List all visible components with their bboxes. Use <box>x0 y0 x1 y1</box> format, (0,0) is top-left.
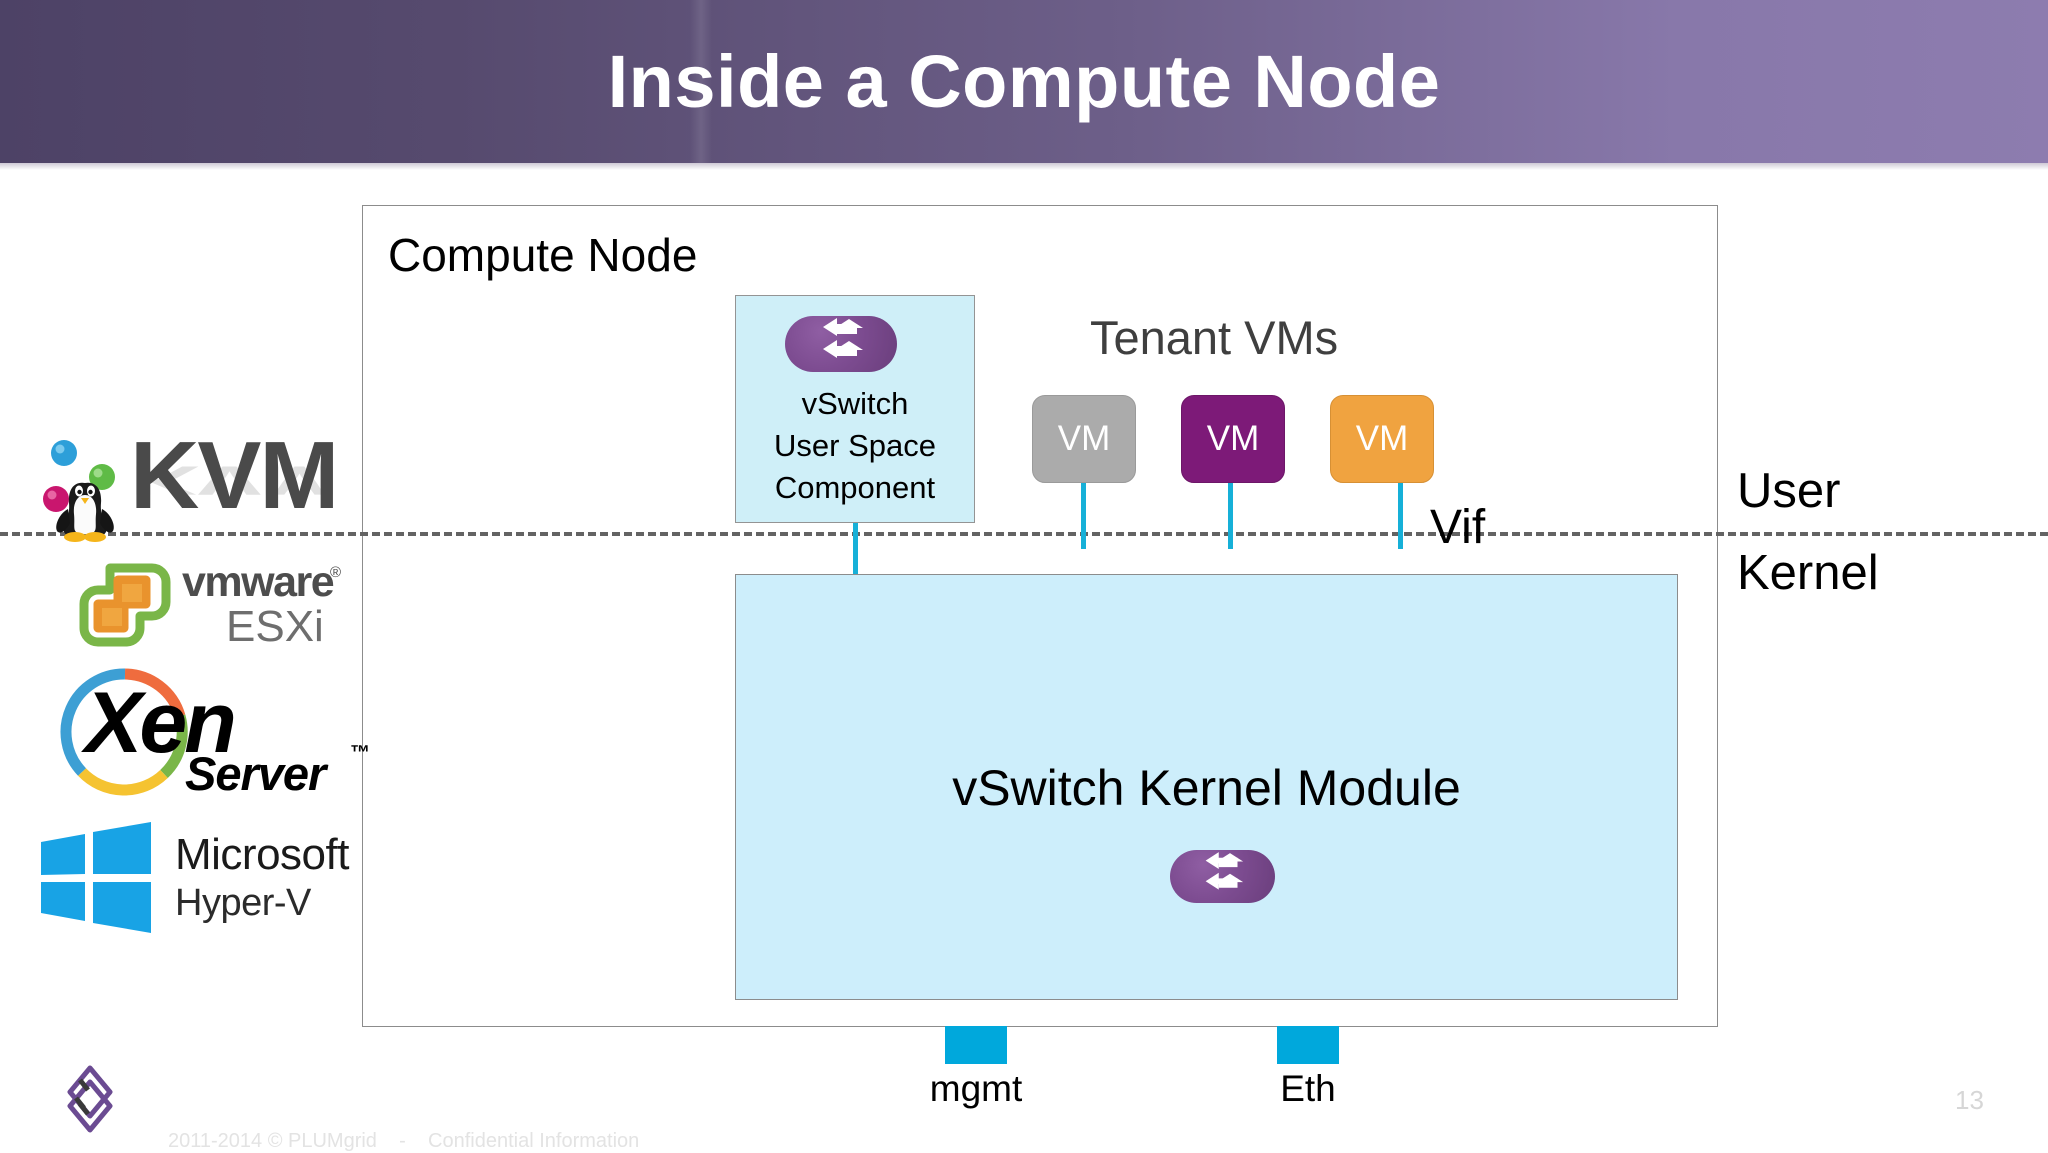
vm-box-1[interactable]: VM <box>1032 395 1136 483</box>
vm-connector-2 <box>1228 483 1233 549</box>
kvm-wordmark: KVM <box>130 422 339 529</box>
vswitch-userspace-text: vSwitch User Space Component <box>735 383 975 509</box>
slide-title: Inside a Compute Node <box>607 40 1441 123</box>
vif-label: Vif <box>1430 501 1486 554</box>
vm-connector-3 <box>1398 483 1403 549</box>
nic-port-eth[interactable] <box>1277 1026 1339 1064</box>
vswitch-userspace-box <box>735 295 975 523</box>
kvm-wordmark-reflection: KVM <box>130 457 338 503</box>
logo-xenserver: Xen Server ™ <box>45 662 370 802</box>
plumgrid-logo <box>58 1062 122 1141</box>
vm-label-2: VM <box>1206 419 1260 458</box>
userspace-line-3: Component <box>774 470 936 505</box>
vswitch-userspace-connector <box>853 523 858 578</box>
vm-label-1: VM <box>1057 419 1111 458</box>
banner-sheen <box>690 0 712 163</box>
vswitch-kernel-module-box <box>735 574 1678 1000</box>
xen-trademark: ™ <box>350 742 370 764</box>
xen-ring-icon <box>60 668 188 796</box>
logo-vmware-esxi: vmware ® ESXi <box>78 558 358 657</box>
nic-label-eth: Eth <box>1280 1068 1336 1109</box>
tux-penguin-icon <box>43 440 115 542</box>
switch-icon <box>785 316 897 372</box>
title-banner: Inside a Compute Node <box>0 0 2048 163</box>
microsoft-wordmark: Microsoft <box>175 830 349 879</box>
vm-label-3: VM <box>1355 419 1409 458</box>
kernel-space-label: Kernel <box>1737 546 1879 600</box>
vm-connector-1 <box>1081 483 1086 549</box>
switch-icon <box>1170 850 1275 903</box>
user-kernel-divider <box>0 532 2048 536</box>
xen-product-name: Server <box>185 747 326 800</box>
nic-port-mgmt[interactable] <box>945 1026 1007 1064</box>
userspace-line-1: vSwitch <box>801 386 909 421</box>
tenant-vms-heading: Tenant VMs <box>1090 311 1339 364</box>
vm-box-3[interactable]: VM <box>1330 395 1434 483</box>
logo-microsoft-hyperv: Microsoft Hyper-V <box>35 820 355 940</box>
page-number: 13 <box>1955 1085 1984 1115</box>
windows-logo-icon <box>41 822 151 933</box>
vswitch-kernel-module-title: vSwitch Kernel Module <box>952 760 1461 816</box>
userspace-line-2: User Space <box>774 428 936 463</box>
nic-label-mgmt: mgmt <box>929 1068 1023 1109</box>
user-space-label: User <box>1737 464 1841 518</box>
vmware-wordmark: vmware <box>182 558 335 606</box>
vmware-product-name: ESXi <box>226 602 324 651</box>
plumgrid-mark-icon <box>67 1065 113 1133</box>
vm-box-2[interactable]: VM <box>1181 395 1285 483</box>
compute-node-label: Compute Node <box>388 229 698 281</box>
vmware-mark-icon <box>79 563 171 647</box>
banner-shadow <box>0 163 2048 170</box>
hyperv-product-name: Hyper-V <box>175 882 311 924</box>
xen-wordmark: Xen <box>85 675 237 771</box>
footer-copyright: 2011-2014 © PLUMgrid - Confidential Info… <box>168 1130 640 1152</box>
vmware-trademark: ® <box>330 564 342 581</box>
logo-kvm: KVM KVM <box>40 422 340 545</box>
